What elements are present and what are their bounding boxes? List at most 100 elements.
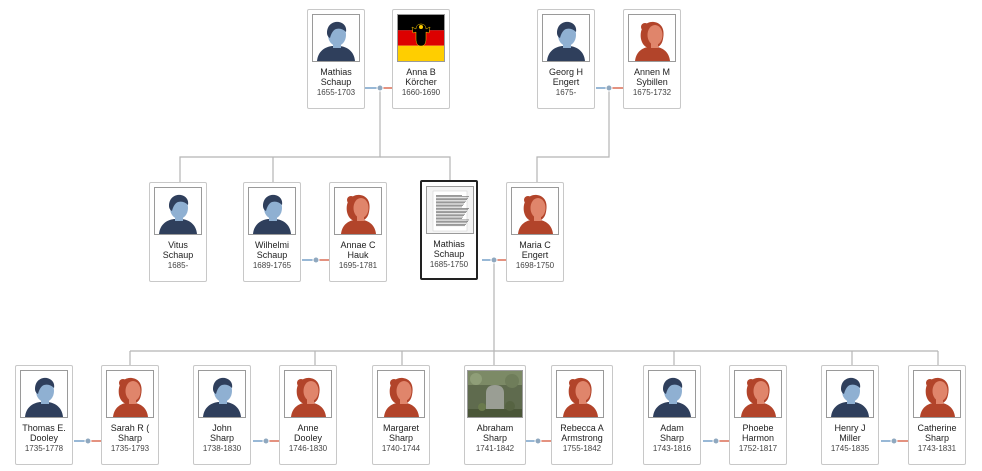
male-silhouette-icon [543,15,589,61]
person-first-name: Mathias [433,239,465,249]
person-lifespan: 1752-1817 [738,444,778,453]
person-first-name: Margaret [382,423,419,433]
person-photo[interactable] [284,370,332,418]
person-last-name: Sharp [659,433,685,443]
person-first-name: Wilhelmi [254,240,289,250]
person-lifespan: 1685- [167,261,189,270]
person-photo[interactable] [154,187,202,235]
person-first-name: Catherine [917,423,957,433]
person-last-name: Dooley [29,433,58,443]
person-photo[interactable] [334,187,382,235]
gravestone-photo-icon [468,371,522,417]
person-last-name: Harmon [741,433,774,443]
person-first-name: Sarah R ( [110,423,150,433]
female-silhouette-icon [914,371,960,417]
person-first-name: Georg H [548,67,583,77]
person-photo[interactable] [312,14,360,62]
person-photo[interactable] [20,370,68,418]
person-photo[interactable] [556,370,604,418]
person-photo[interactable] [106,370,154,418]
person-last-name: Engert [521,250,549,260]
person-last-name: Sybillen [636,77,668,87]
germany-flag-icon [398,15,444,61]
person-photo[interactable] [734,370,782,418]
person-last-name: Sharp [209,433,235,443]
person-last-name: Sharp [924,433,950,443]
person-lifespan: 1755-1842 [562,444,602,453]
person-photo[interactable] [628,14,676,62]
male-silhouette-icon [199,371,245,417]
person-photo[interactable] [467,370,523,418]
person-lifespan: 1735-1778 [24,444,64,453]
person-lifespan: 1675- [555,88,577,97]
person-lifespan: 1738-1830 [202,444,242,453]
person-photo[interactable] [397,14,445,62]
person-photo[interactable] [511,187,559,235]
person-last-name: Armstrong [561,433,603,443]
person-lifespan: 1743-1831 [917,444,957,453]
person-photo[interactable] [826,370,874,418]
person-photo[interactable] [248,187,296,235]
female-silhouette-icon [285,371,331,417]
person-photo[interactable] [913,370,961,418]
male-silhouette-icon [155,188,201,234]
person-last-name: Sharp [117,433,143,443]
person-photo[interactable] [426,186,474,234]
female-silhouette-icon [735,371,781,417]
person-last-name: Dooley [293,433,322,443]
person-photo[interactable] [542,14,590,62]
male-silhouette-icon [21,371,67,417]
male-silhouette-icon [827,371,873,417]
female-silhouette-icon [107,371,153,417]
female-silhouette-icon [629,15,675,61]
female-silhouette-icon [378,371,424,417]
person-lifespan: 1743-1816 [652,444,692,453]
person-name: Thomas E.Dooley [16,423,72,443]
person-first-name: Vitus [168,240,188,250]
person-first-name: John [212,423,232,433]
person-photo[interactable] [377,370,425,418]
person-photo[interactable] [198,370,246,418]
female-silhouette-icon [335,188,381,234]
person-first-name: Phoebe [742,423,774,433]
person-photo[interactable] [648,370,696,418]
person-lifespan: 1698-1750 [515,261,555,270]
person-last-name: Schaup [433,249,465,259]
person-lifespan: 1745-1835 [830,444,870,453]
person-name: Sarah R (Sharp [102,423,158,443]
person-lifespan: 1695-1781 [338,261,378,270]
female-silhouette-icon [512,188,558,234]
